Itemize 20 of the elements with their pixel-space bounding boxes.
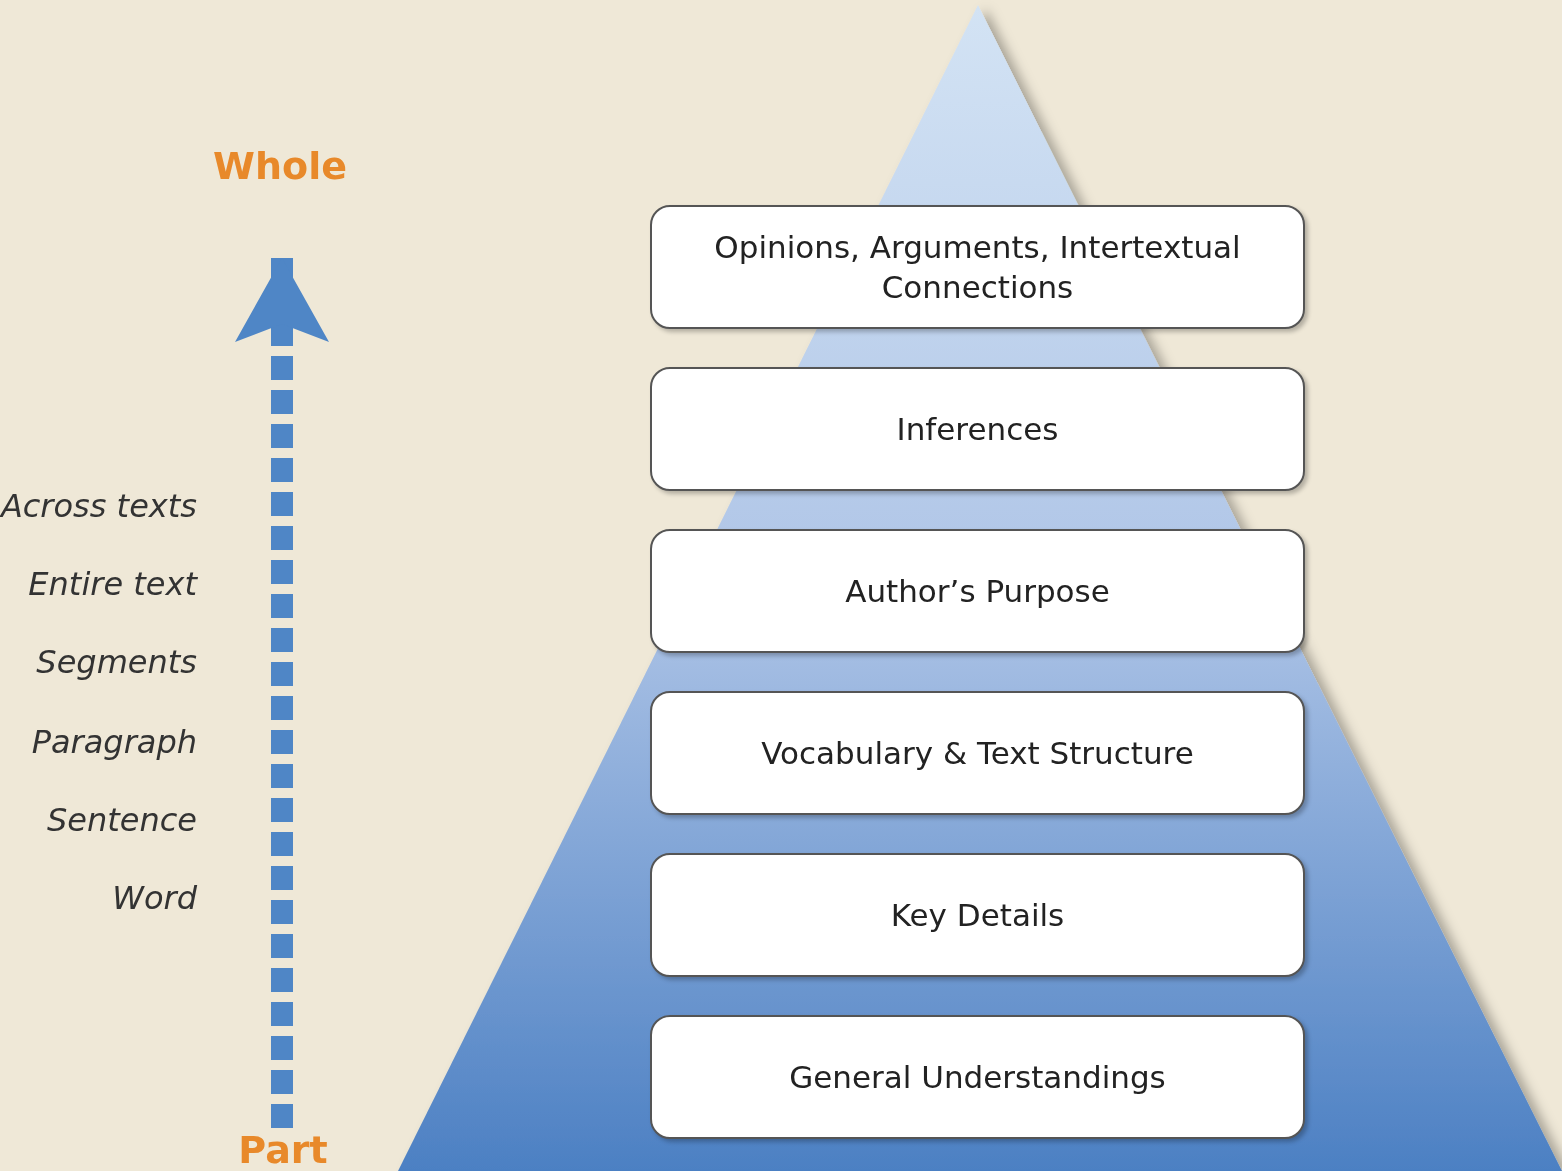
scale-label: Across texts — [0, 486, 197, 526]
level-box — [650, 691, 1305, 815]
level-text: Key Details — [889, 896, 1066, 935]
level-text: Author’s Purpose — [844, 572, 1111, 611]
axis-end-label: Part — [208, 1128, 358, 1171]
level-box — [650, 367, 1305, 491]
scale-label: Paragraph — [31, 722, 197, 762]
scale-label: Entire text — [28, 564, 197, 604]
level-text: General Understandings — [788, 1058, 1167, 1097]
scale-label: Word — [112, 878, 197, 918]
scale-label: Sentence — [46, 800, 197, 840]
level-box — [650, 205, 1305, 329]
scale-label: Segments — [36, 642, 197, 682]
level-box — [650, 1015, 1305, 1139]
axis-end-label: Whole — [205, 144, 355, 192]
level-text: Inferences — [895, 410, 1060, 449]
level-text: Opinions, Arguments, Intertextual Connections — [713, 228, 1242, 307]
level-box — [650, 529, 1305, 653]
level-box — [650, 853, 1305, 977]
level-text: Vocabulary & Text Structure — [760, 734, 1195, 773]
